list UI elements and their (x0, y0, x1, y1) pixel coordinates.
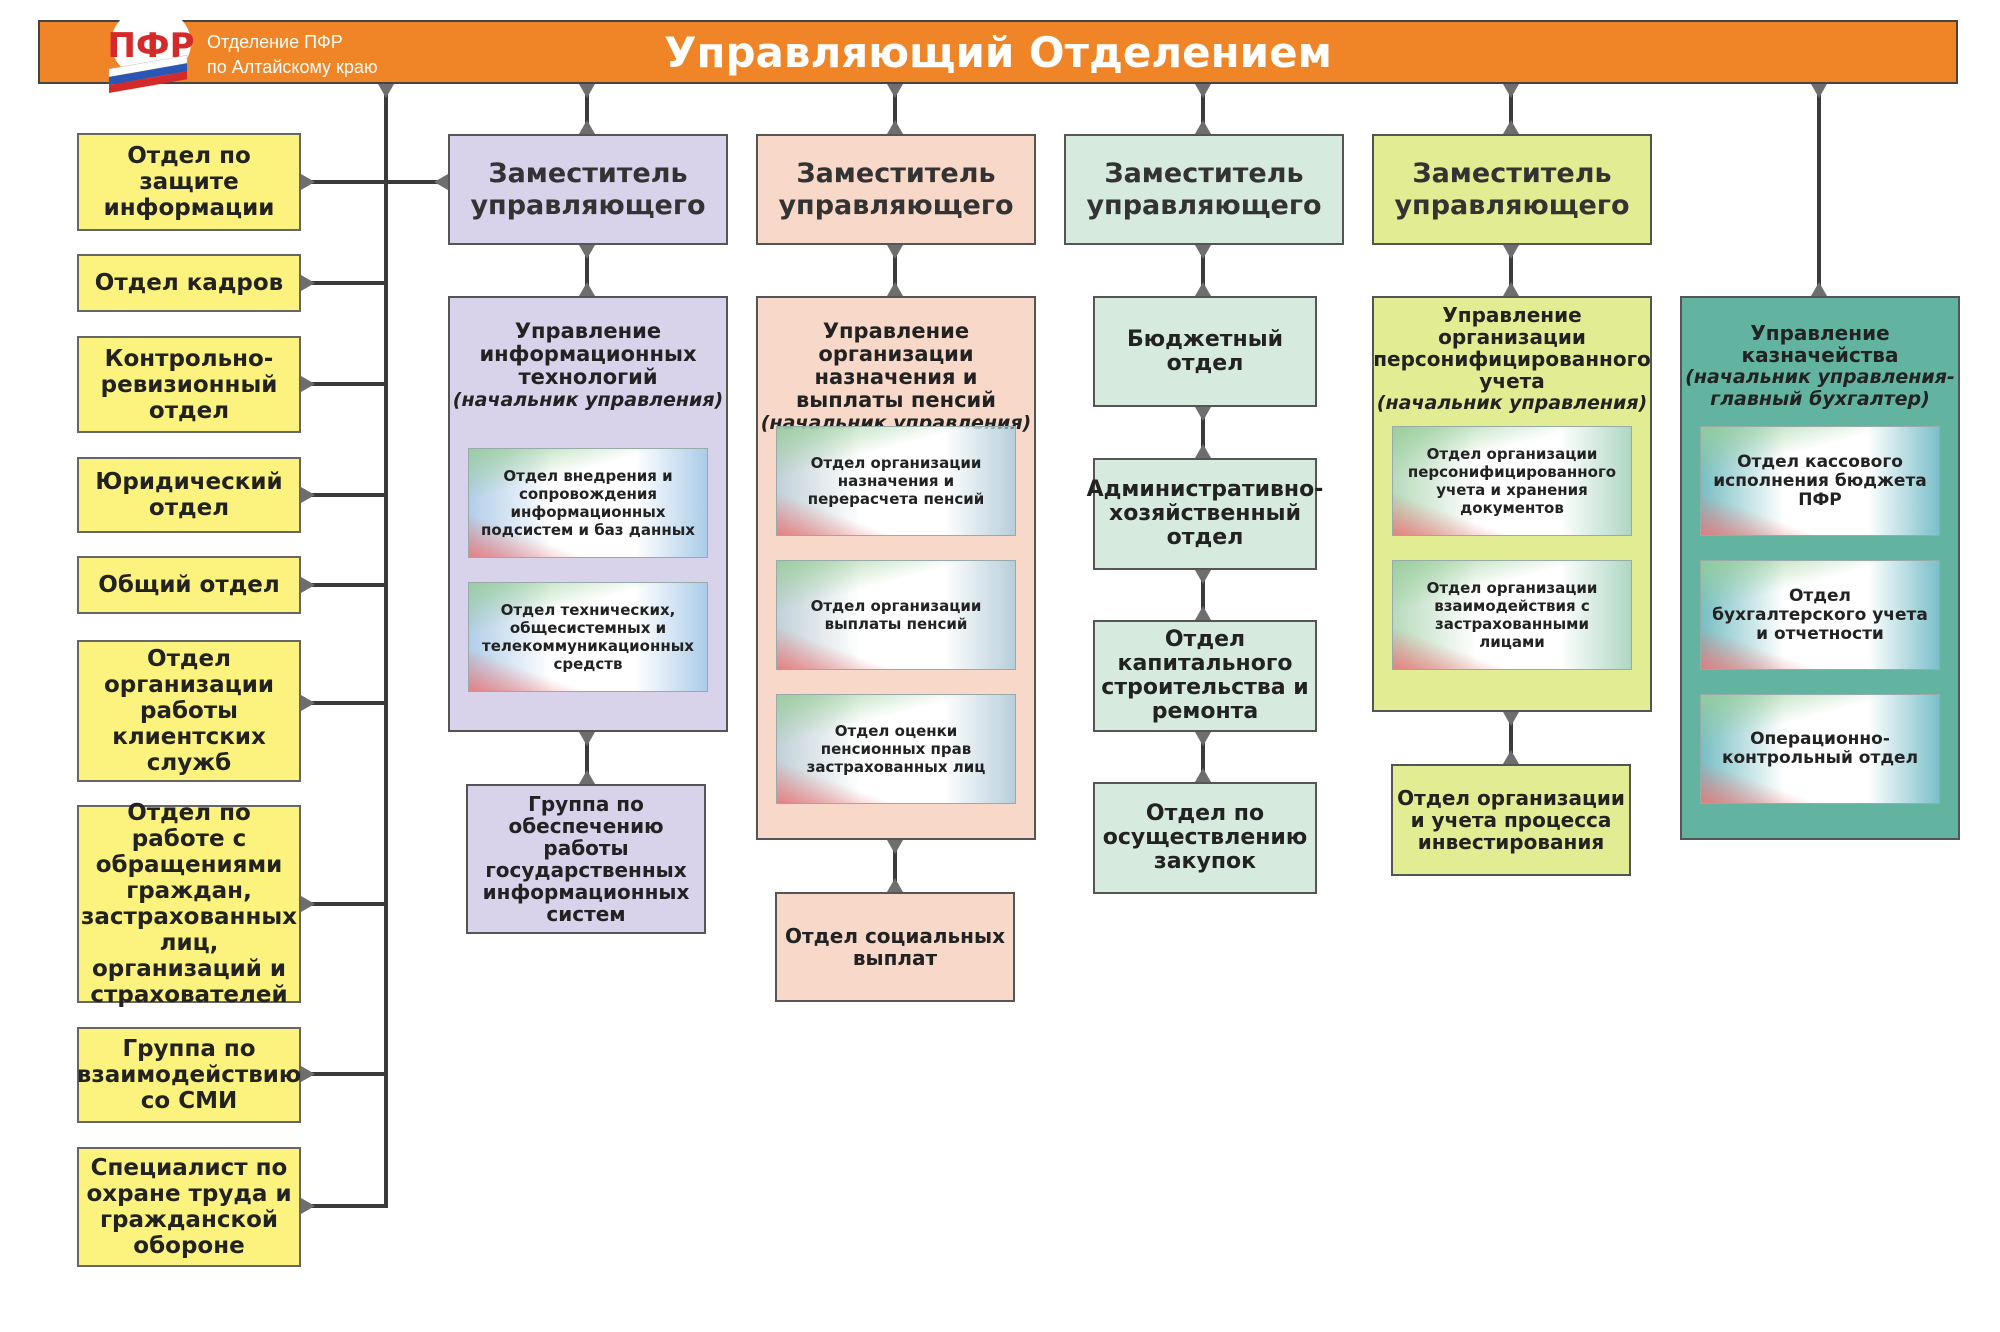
unit-info-protection: Отдел по защите информации (77, 133, 301, 231)
deputy-2: Заместитель управляющего (756, 134, 1036, 245)
cash-execution-dept: Отдел кассового исполнения бюджета ПФР (1700, 426, 1940, 536)
it-dept-subsystems: Отдел внедрения и сопровождения информац… (468, 448, 708, 558)
unit-audit: Контрольно-ревизионный отдел (77, 336, 301, 433)
pensions-management-title: Управление организации назначения и выпл… (796, 319, 996, 412)
personified-management-title: Управление организации персонифицированн… (1373, 303, 1651, 393)
social-payments-dept: Отдел социальных выплат (775, 892, 1015, 1002)
unit-appeals: Отдел по работе с обращениями граждан, з… (77, 800, 301, 1008)
pension-rights-dept: Отдел оценки пенсионных прав застрахован… (776, 694, 1016, 804)
head-of-branch-bar: Управляющий Отделением (38, 20, 1958, 84)
unit-labor-safety: Специалист по охране труда и гражданской… (77, 1147, 301, 1267)
budget-dept: Бюджетный отдел (1093, 296, 1317, 407)
pension-assignment-dept: Отдел организации назначения и перерасче… (776, 426, 1016, 536)
treasury-management-title: Управление казначейства (1741, 321, 1899, 367)
it-dept-technical: Отдел технических, общесистемных и телек… (468, 582, 708, 692)
procurement-dept: Отдел по осуществлению закупок (1093, 782, 1317, 894)
personified-management-subtitle: (начальник управления) (1376, 392, 1648, 414)
unit-legal: Юридический отдел (77, 457, 301, 533)
it-management-title: Управление информационных технологий (479, 319, 697, 389)
unit-general: Общий отдел (77, 556, 301, 614)
accounting-dept: Отдел бухгалтерского учета и отчетности (1700, 560, 1940, 670)
treasury-management-subtitle: (начальник управления-главный бухгалтер) (1685, 366, 1955, 410)
personified-records-dept: Отдел организации персонифицированного у… (1392, 426, 1632, 536)
insured-interaction-dept: Отдел организации взаимодействия с застр… (1392, 560, 1632, 670)
pfr-logo-icon: ПФР (107, 7, 195, 93)
org-name-line1: Отделение ПФР (207, 32, 343, 52)
investment-dept: Отдел организации и учета процесса инвес… (1391, 764, 1631, 876)
deputy-1: Заместитель управляющего (448, 134, 728, 245)
construction-dept: Отдел капитального строительства и ремон… (1093, 620, 1317, 732)
pension-payment-dept: Отдел организации выплаты пенсий (776, 560, 1016, 670)
gis-support-group: Группа по обеспечению работы государстве… (466, 784, 706, 934)
unit-hr: Отдел кадров (77, 254, 301, 312)
head-of-branch-title: Управляющий Отделением (664, 27, 1332, 77)
it-management-subtitle: (начальник управления) (452, 389, 724, 411)
operational-control-dept: Операционно-контрольный отдел (1700, 694, 1940, 804)
deputy-4: Заместитель управляющего (1372, 134, 1652, 245)
org-name-line2: по Алтайскому краю (207, 57, 378, 77)
org-name: Отделение ПФР по Алтайскому краю (207, 30, 377, 80)
admin-dept: Административно-хозяйственный отдел (1087, 458, 1323, 570)
deputy-3: Заместитель управляющего (1064, 134, 1344, 245)
unit-client-services: Отдел организации работы клиентских служ… (77, 640, 301, 782)
unit-media-group: Группа по взаимодействию со СМИ (77, 1027, 301, 1123)
